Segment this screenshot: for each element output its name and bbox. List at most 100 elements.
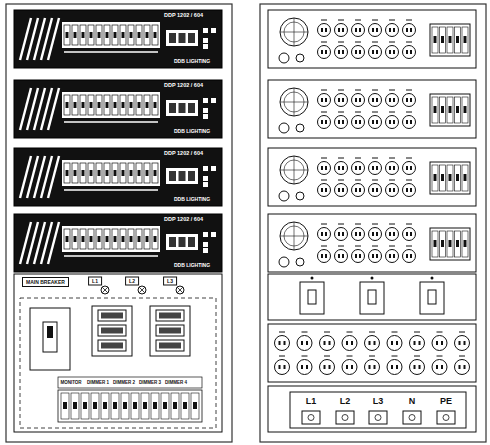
- socket-pin: [321, 120, 323, 124]
- socket-tag: [355, 158, 361, 159]
- breaker: [80, 95, 86, 115]
- pilot-lamp: [176, 286, 184, 294]
- button: [203, 114, 208, 119]
- button: [203, 182, 208, 187]
- socket-tag: [406, 90, 412, 91]
- breaker-handle: [368, 290, 376, 304]
- terminal: [302, 411, 320, 424]
- socket: [455, 336, 470, 351]
- socket-tag: [338, 224, 344, 225]
- socket-pin: [376, 166, 378, 170]
- socket: [320, 360, 335, 375]
- breaker: [88, 95, 94, 115]
- socket-pin: [321, 188, 323, 192]
- breaker: [64, 95, 70, 115]
- socket-tag: [369, 332, 375, 333]
- socket-tag: [347, 356, 353, 357]
- breaker: [462, 231, 468, 257]
- socket: [352, 116, 365, 129]
- socket-pin: [342, 254, 344, 258]
- breaker-panel: [268, 274, 476, 320]
- socket-pin: [284, 341, 286, 345]
- socket-tag: [355, 90, 361, 91]
- socket-pin: [396, 365, 398, 369]
- socket: [318, 162, 331, 175]
- button: [211, 232, 216, 237]
- socket-pin: [391, 341, 393, 345]
- breaker-toggle: [456, 36, 459, 43]
- cabinet-outline: [6, 4, 232, 442]
- socket-tag: [372, 90, 378, 91]
- socket-pin: [338, 188, 340, 192]
- socket: [403, 24, 416, 37]
- socket-pin: [351, 341, 353, 345]
- breaker-toggle: [449, 174, 452, 181]
- socket-pin: [389, 98, 391, 102]
- socket-pin: [359, 254, 361, 258]
- breaker-toggle: [130, 170, 133, 176]
- breaker: [462, 27, 468, 53]
- socket: [369, 46, 382, 59]
- breaker-toggle: [98, 102, 101, 108]
- breaker-toggle: [122, 32, 125, 38]
- lamp-cross: [177, 287, 183, 293]
- breaker: [161, 393, 169, 419]
- socket-pin: [325, 50, 327, 54]
- breaker: [440, 165, 446, 191]
- fan-guard: [280, 222, 308, 250]
- breaker: [432, 27, 438, 53]
- model-name: DDP 1202 / 604: [164, 13, 203, 19]
- digit: [188, 237, 195, 247]
- socket: [335, 94, 348, 107]
- phase-label: L3: [163, 277, 177, 286]
- socket: [387, 360, 402, 375]
- socket-pin: [406, 232, 408, 236]
- module-face: [14, 214, 222, 272]
- socket-tag: [324, 332, 330, 333]
- socket-tag: [389, 20, 395, 21]
- breaker-toggle: [434, 36, 437, 43]
- socket: [386, 162, 399, 175]
- fan-guard: [280, 18, 308, 46]
- socket: [318, 228, 331, 241]
- breaker-toggle: [138, 170, 141, 176]
- breaker: [72, 163, 78, 183]
- breaker: [101, 393, 109, 419]
- socket-pin: [410, 98, 412, 102]
- socket-tag: [338, 180, 344, 181]
- socket-tag: [437, 356, 443, 357]
- digit: [169, 237, 176, 247]
- socket: [352, 24, 365, 37]
- socket-tag: [459, 356, 465, 357]
- socket-tag: [389, 180, 395, 181]
- breaker-toggle: [456, 240, 459, 247]
- terminal-screw: [409, 415, 415, 421]
- socket-pin: [441, 341, 443, 345]
- breaker: [96, 163, 102, 183]
- phase-label: L2: [125, 277, 139, 286]
- strip-line: [64, 121, 158, 123]
- button: [203, 44, 208, 49]
- breaker-block: [430, 162, 470, 194]
- terminal: [336, 411, 354, 424]
- meter-display: [98, 325, 126, 336]
- digit: [179, 103, 186, 113]
- socket-pin: [359, 98, 361, 102]
- breaker-label: DIMMER 2: [113, 380, 135, 385]
- breaker: [128, 163, 134, 183]
- terminal-label: L1: [306, 397, 317, 406]
- breaker-toggle: [122, 236, 125, 242]
- socket-pin: [338, 50, 340, 54]
- signal-connector: [296, 124, 304, 132]
- dimmer-module: DDP 1202 / 604DDB LIGHTING: [14, 148, 222, 206]
- breaker: [181, 393, 189, 419]
- socket: [320, 336, 335, 351]
- socket: [275, 360, 290, 375]
- breaker-toggle: [113, 402, 117, 409]
- module-face: [268, 214, 476, 272]
- marker: [311, 277, 314, 280]
- breaker-toggle: [82, 170, 85, 176]
- fan: [280, 18, 308, 46]
- breaker: [128, 95, 134, 115]
- socket: [369, 24, 382, 37]
